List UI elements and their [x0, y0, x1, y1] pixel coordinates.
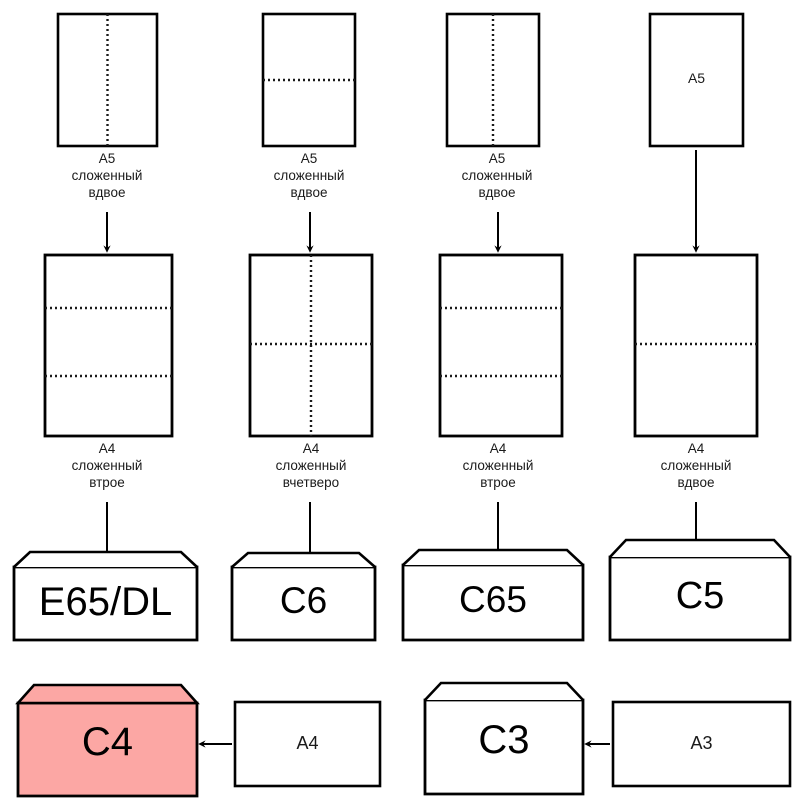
caption-mid-col1: A4 сложенный втрое — [71, 441, 143, 490]
caption-mid-col2: A4 сложенный вчетверо — [275, 441, 347, 490]
caption-mid-col4: A4 сложенный вдвое — [660, 441, 732, 490]
sheet-a3-bottom — [611, 700, 792, 788]
top-sheet-label-col4: A5 — [687, 70, 706, 86]
envelope-c6 — [230, 551, 377, 642]
envelope-e65dl — [12, 550, 199, 642]
top-sheet-col2 — [261, 12, 357, 148]
envelope-label-c3: C3 — [478, 718, 530, 762]
envelope-c3 — [423, 681, 585, 796]
envelope-c65 — [401, 548, 585, 642]
caption-top-col3: A5 сложенный вдвое — [461, 151, 533, 200]
envelope-label-c5: C5 — [675, 575, 725, 617]
top-sheet-col1 — [56, 12, 159, 148]
mid-sheet-col2 — [248, 253, 374, 438]
envelope-label-c4: C4 — [81, 720, 134, 764]
mid-sheet-col4 — [633, 253, 759, 438]
sheet-label-a3: A3 — [690, 733, 713, 753]
top-sheet-col3 — [445, 12, 541, 148]
caption-top-col2: A5 сложенный вдвое — [273, 151, 345, 200]
envelope-c4 — [15, 683, 200, 798]
caption-mid-col3: A4 сложенный втрое — [462, 441, 534, 490]
mid-sheet-col3 — [438, 253, 564, 438]
sheet-label-a4: A4 — [296, 733, 319, 753]
envelope-label-c65: C65 — [459, 579, 527, 620]
envelope-c5 — [608, 538, 792, 642]
envelope-label-e65dl: E65/DL — [38, 580, 173, 624]
caption-top-col1: A5 сложенный вдвое — [71, 151, 143, 200]
mid-sheet-col1 — [43, 253, 174, 438]
sheet-a4-bottom — [233, 700, 382, 788]
top-sheet-col4 — [648, 12, 745, 148]
envelope-label-c6: C6 — [279, 580, 328, 621]
